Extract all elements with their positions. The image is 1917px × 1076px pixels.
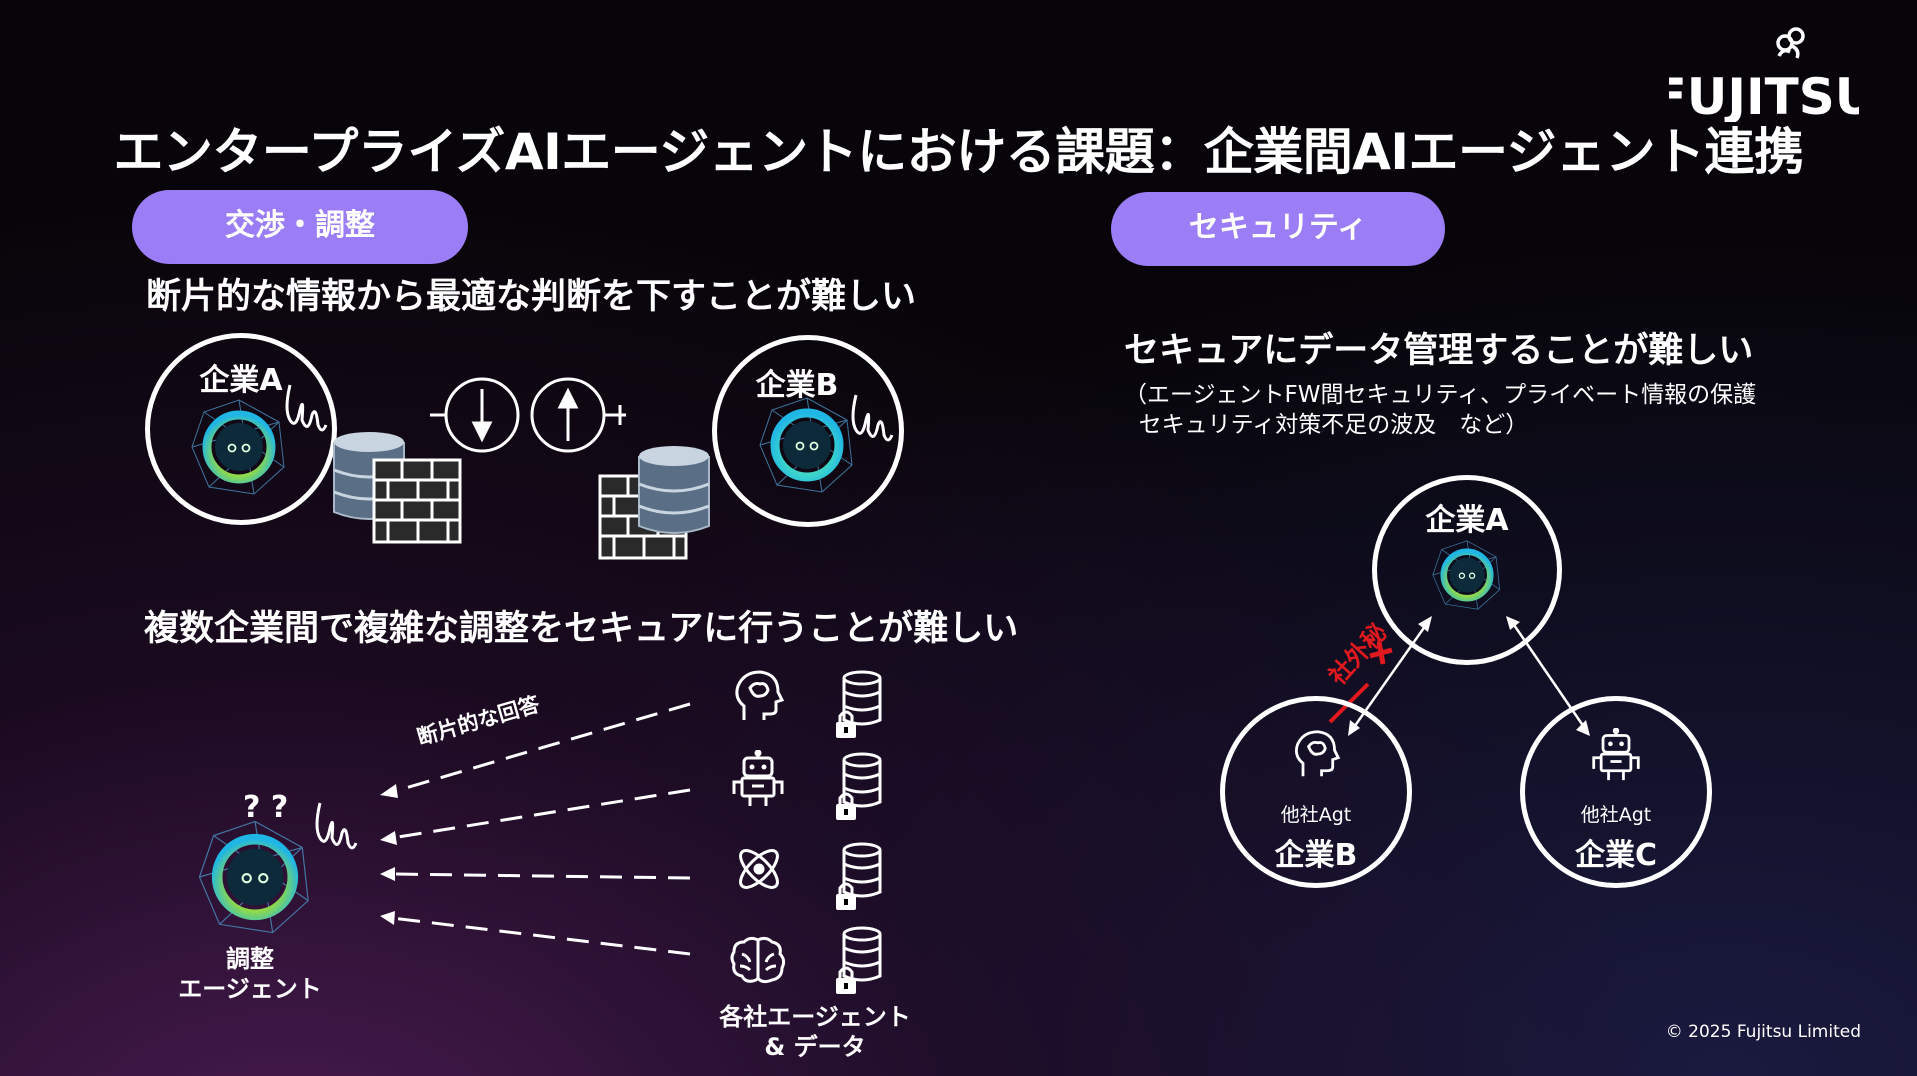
heading-secure-data: セキュアにデータ管理することが難しい [1124, 331, 1754, 371]
company-a-label: 企業A [199, 363, 283, 398]
fragmented-response-arrows [370, 680, 700, 974]
company-c-label: 企業C [1574, 838, 1658, 873]
ai-agent-icon [190, 812, 320, 946]
other-agent-label: 他社Agt [1280, 804, 1352, 826]
page-title: エンタープライズAIエージェントにおける課題：企業間AIエージェント連携 [113, 123, 1804, 181]
robot-icon [1590, 727, 1642, 786]
security-note-line2: セキュリティ対策不足の波及 など） [1124, 412, 1529, 438]
ai-agent-icon [1427, 535, 1507, 619]
company-b-circle [712, 335, 904, 527]
logo-text: FUJITSU [1669, 68, 1859, 122]
other-agent-label: 他社Agt [1580, 804, 1652, 826]
coordinator-label-line1: 調整 [226, 945, 274, 973]
company-a-label: 企業A [1425, 503, 1509, 538]
security-pill: セキュリティ [1111, 192, 1445, 266]
company-a-circle [1372, 475, 1562, 665]
fujitsu-logo: FUJITSU [1653, 26, 1875, 126]
company-c-circle [1520, 696, 1712, 888]
locked-database-icon [834, 842, 884, 918]
atom-icon [732, 842, 786, 900]
brain-head-icon [1290, 728, 1342, 784]
signature-squiggle-icon [312, 798, 362, 862]
company-b-label: 企業B [755, 368, 839, 403]
coordinator-label-line2: エージェント [178, 975, 322, 1003]
firewall-icon [372, 458, 462, 548]
ai-agent-icon [184, 392, 294, 506]
security-note-line1: （エージェントFW間セキュリティ、プライベート情報の保護 [1124, 382, 1757, 408]
question-marks: ? ? [243, 790, 289, 825]
locked-database-icon [834, 670, 884, 746]
negotiation-pill: 交渉・調整 [132, 190, 468, 264]
block-x-icon [1366, 638, 1396, 672]
exchange-arrows-icon [428, 375, 628, 469]
copyright: © 2025 Fujitsu Limited [1665, 1022, 1861, 1042]
heading-secure-coordination: 複数企業間で複雑な調整をセキュアに行うことが難しい [144, 609, 1019, 649]
ai-agent-icon [752, 390, 862, 504]
robot-icon [730, 749, 786, 812]
signature-squiggle-icon [282, 380, 332, 444]
locked-database-icon [834, 752, 884, 828]
heading-fragmented-info: 断片的な情報から最適な判断を下すことが難しい [146, 277, 917, 317]
company-agents-label-line1: 各社エージェント [719, 1003, 911, 1031]
locked-database-icon [834, 926, 884, 1002]
database-icon [637, 444, 711, 542]
signature-squiggle-icon [848, 390, 898, 454]
company-b-circle [1220, 696, 1412, 888]
company-agents-label-line2: & データ [764, 1033, 866, 1061]
company-a-circle [145, 333, 337, 525]
brain-icon [728, 934, 788, 992]
brain-head-icon [730, 668, 786, 728]
company-b-label: 企業B [1274, 838, 1358, 873]
